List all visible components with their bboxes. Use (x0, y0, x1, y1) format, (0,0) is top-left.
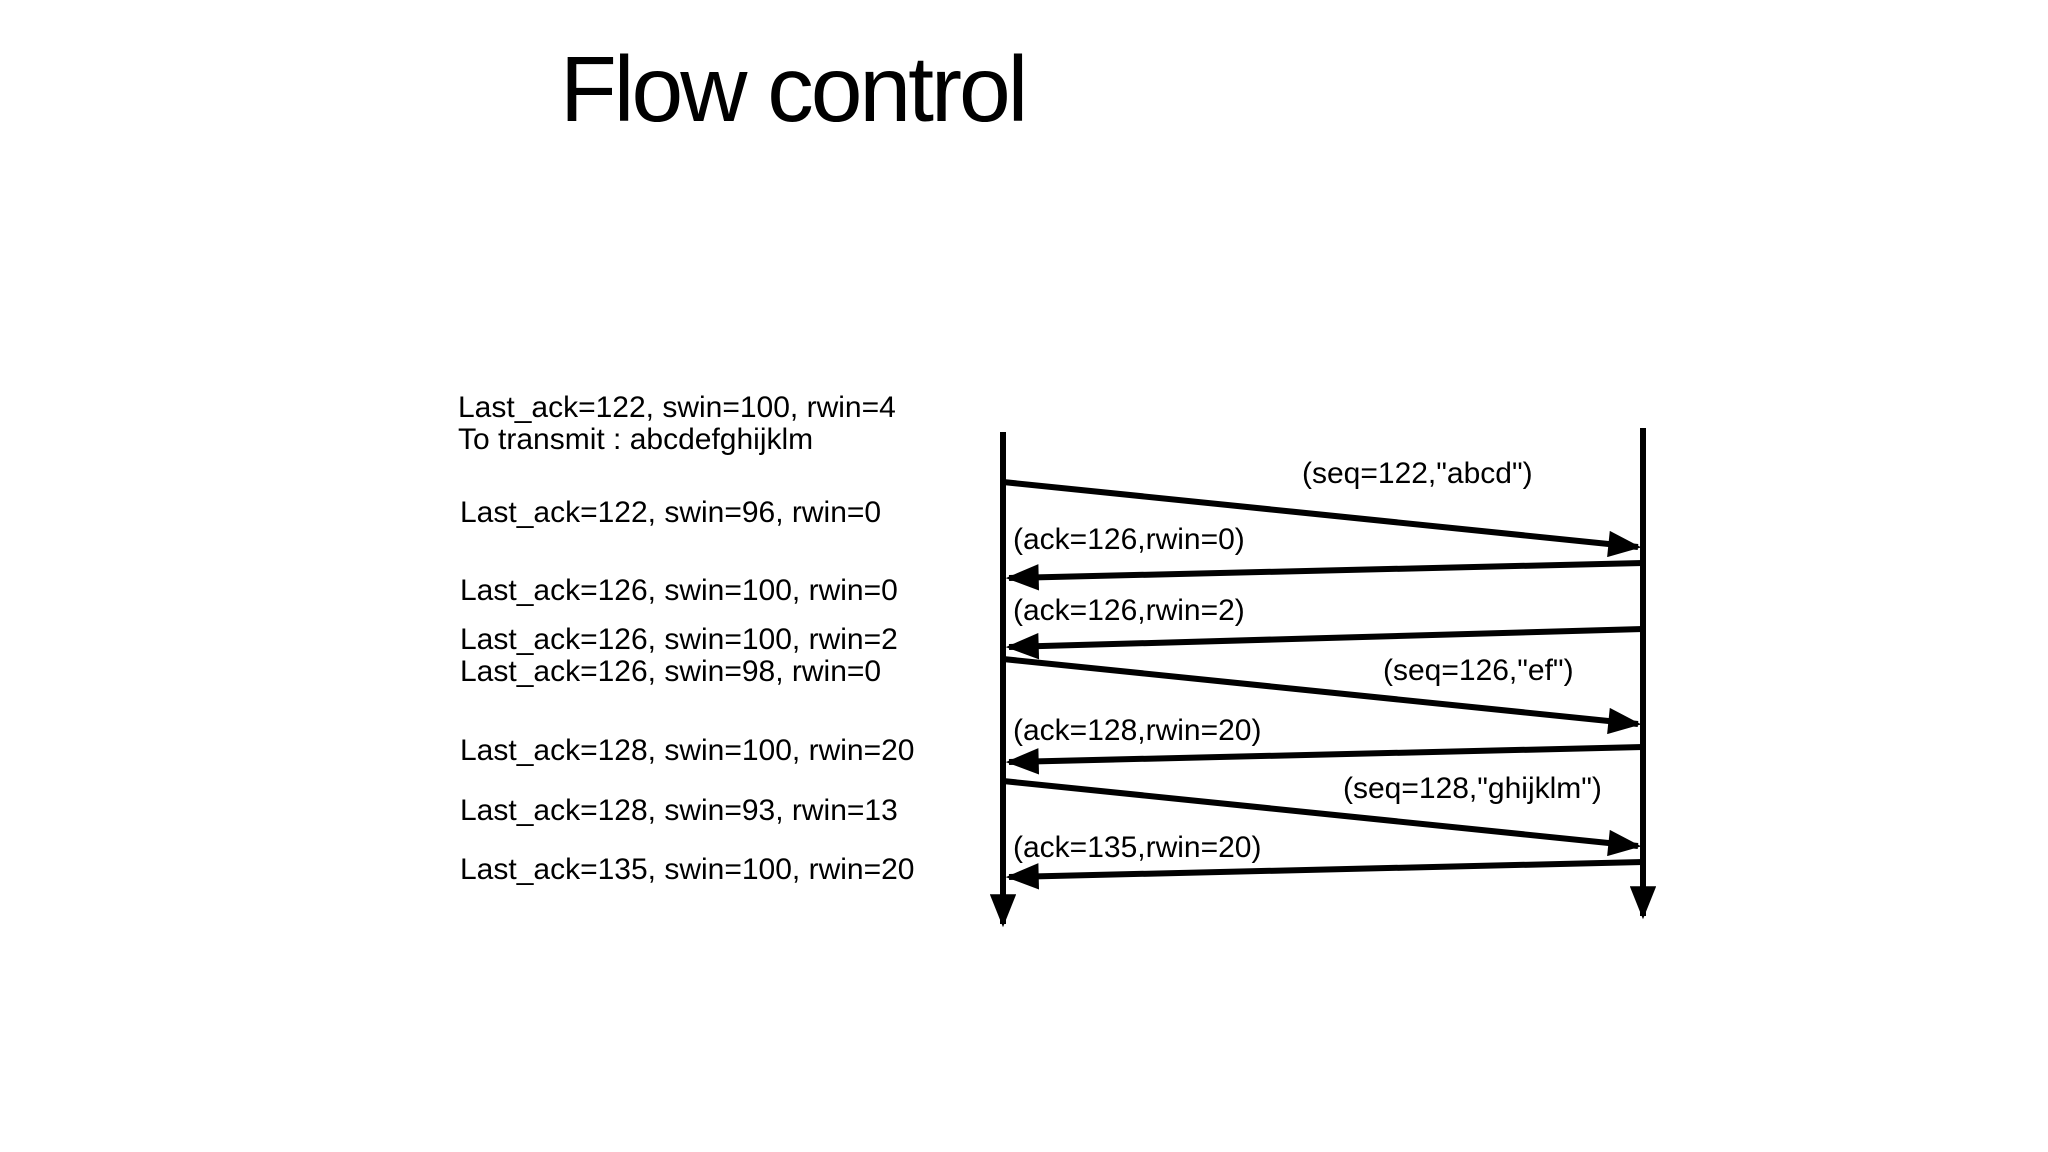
message-label-seq-122: (seq=122,"abcd") (1302, 457, 1533, 490)
state-line-9: Last_ack=135, swin=100, rwin=20 (460, 853, 915, 886)
message-label-seq-128: (seq=128,"ghijklm") (1343, 772, 1602, 805)
state-line-5: Last_ack=126, swin=100, rwin=2 (460, 623, 898, 656)
state-line-3: Last_ack=122, swin=96, rwin=0 (460, 496, 882, 529)
state-line-7: Last_ack=128, swin=100, rwin=20 (460, 734, 915, 767)
message-label-ack-128: (ack=128,rwin=20) (1013, 714, 1262, 747)
state-line-6: Last_ack=126, swin=98, rwin=0 (460, 655, 882, 688)
message-label-ack-135: (ack=135,rwin=20) (1013, 831, 1262, 864)
page-title: Flow control (560, 37, 1028, 141)
message-label-seq-126: (seq=126,"ef") (1383, 654, 1574, 687)
message-arrow-seq-128 (1002, 778, 1642, 857)
message-arrow-ack-135 (1005, 859, 1644, 890)
message-arrow-seq-122 (1002, 479, 1642, 558)
message-label-ack-126-rwin-0: (ack=126,rwin=0) (1013, 523, 1245, 556)
message-arrow-ack-126-rwin-2 (1005, 626, 1644, 660)
message-arrow-seq-126 (1002, 656, 1642, 735)
message-label-ack-126-rwin-2: (ack=126,rwin=2) (1013, 594, 1245, 627)
message-arrow-ack-126-rwin-0 (1005, 560, 1644, 591)
message-arrow-ack-128 (1005, 744, 1644, 775)
state-line-8: Last_ack=128, swin=93, rwin=13 (460, 794, 898, 827)
state-line-1: Last_ack=122, swin=100, rwin=4 (458, 391, 896, 424)
state-line-4: Last_ack=126, swin=100, rwin=0 (460, 574, 898, 607)
state-line-2: To transmit : abcdefghijklm (458, 423, 814, 456)
